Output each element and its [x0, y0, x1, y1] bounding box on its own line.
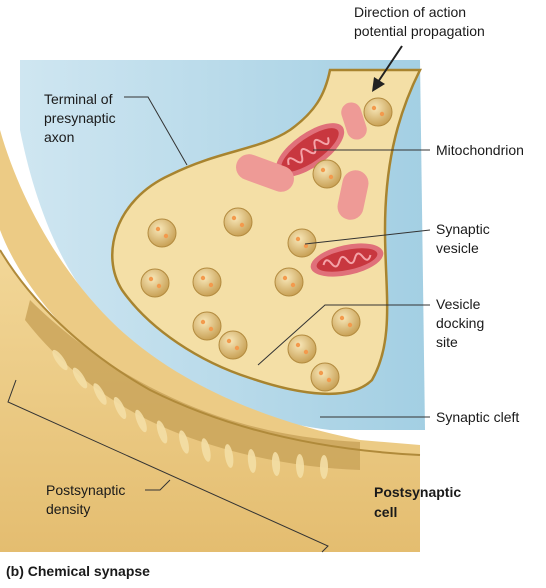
label-synaptic-vesicle: Synaptic vesicle — [436, 221, 494, 256]
label-mitochondrion: Mitochondrion — [436, 142, 524, 158]
label-synaptic-cleft: Synaptic cleft — [436, 409, 519, 425]
postsynaptic-density — [25, 300, 360, 470]
mitochondrion-2 — [310, 243, 384, 277]
postsynaptic-bracket — [7, 379, 329, 553]
postsynaptic-density-ridges — [52, 349, 328, 479]
label-postsynaptic-density: Postsynaptic density — [46, 482, 129, 517]
terminal-leader — [124, 96, 188, 166]
label-terminal: Terminal of presynaptic axon — [44, 91, 119, 145]
synaptic-vesicle — [218, 330, 248, 360]
docking-leader — [257, 304, 430, 366]
synaptic-vesicle — [363, 97, 393, 127]
synaptic-vesicle — [331, 307, 361, 337]
label-direction: Direction of action potential propagatio… — [354, 4, 485, 39]
propagation-arrow — [372, 45, 403, 92]
label-postsynaptic-cell: Postsynaptic cell — [374, 484, 465, 520]
synaptic-vesicle — [287, 334, 317, 364]
postsynaptic-cell — [0, 250, 420, 552]
synaptic-vesicle — [192, 311, 222, 341]
synaptic-vesicle — [223, 207, 253, 237]
postsynaptic-membrane — [0, 249, 421, 456]
synaptic-vesicles — [140, 97, 393, 392]
synaptic-vesicle — [192, 267, 222, 297]
label-vesicle-docking: Vesicle docking site — [436, 296, 488, 350]
mitochondrion-pink-3 — [341, 102, 367, 140]
synaptic-vesicle — [312, 159, 342, 189]
synaptic-vesicle — [147, 218, 177, 248]
synaptic-vesicle — [274, 267, 304, 297]
synaptic-vesicle — [140, 268, 170, 298]
density-leader — [145, 479, 171, 491]
figure-caption: (b) Chemical synapse — [6, 563, 150, 579]
left-cell-body — [0, 130, 420, 470]
mitochondrion-1 — [275, 123, 345, 177]
mitochondrion-pink-1 — [236, 154, 294, 192]
mitochondrion-pink-2 — [337, 170, 369, 220]
vesicle-leader — [304, 229, 431, 245]
synaptic-vesicle — [310, 362, 340, 392]
